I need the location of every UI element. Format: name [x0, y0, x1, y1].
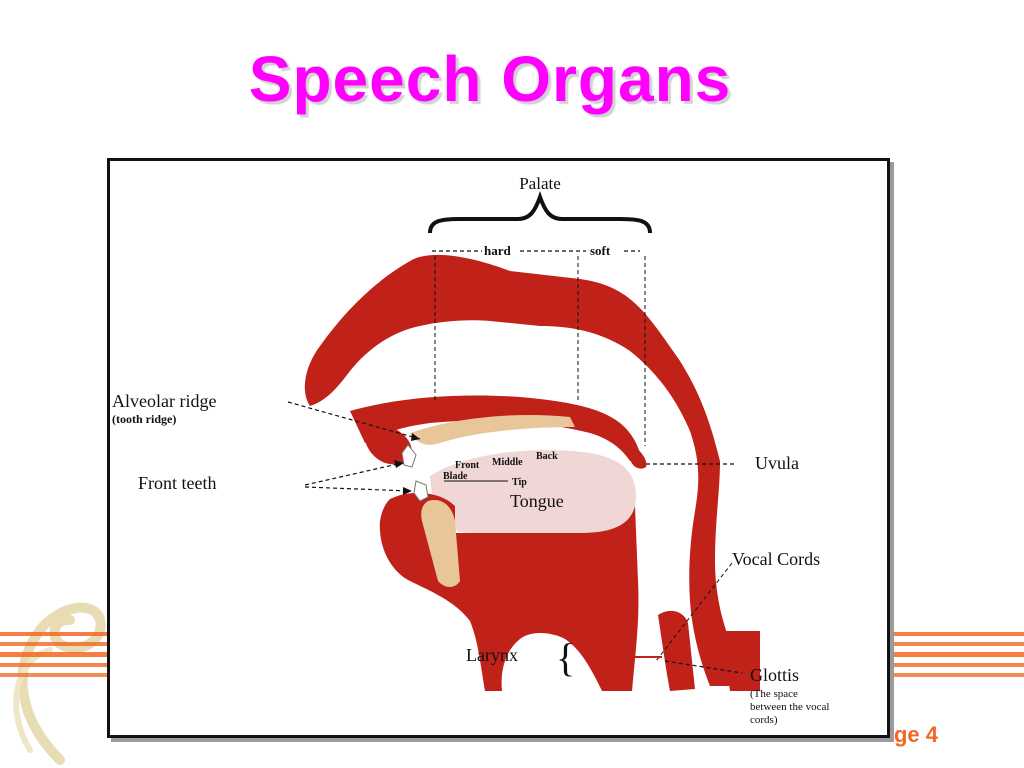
- alveolar-ridge-shape: [410, 414, 575, 445]
- hard-palate: [350, 395, 642, 461]
- larynx-label: Larynx: [466, 645, 518, 665]
- vocal-cords-label: Vocal Cords: [732, 549, 820, 569]
- upper-lip: [363, 419, 412, 465]
- front-teeth-label: Front teeth: [138, 473, 217, 493]
- hard-label: hard: [484, 243, 512, 258]
- tongue-front-label: Front: [455, 460, 480, 471]
- soft-label: soft: [590, 243, 611, 258]
- slide-title: Speech Organs: [0, 42, 1024, 116]
- palate-brace: [428, 191, 652, 234]
- tongue-label: Tongue: [510, 491, 564, 511]
- lower-teeth-shape: [421, 500, 460, 587]
- glottis-note-line-3: cords): [750, 714, 778, 726]
- tongue-tip-label: Tip: [512, 477, 527, 488]
- uvula-shape: [630, 445, 647, 469]
- tongue-blade-label: Blade: [443, 471, 468, 482]
- lower-front-tooth: [413, 480, 429, 502]
- vocal-tract-diagram: Palate hard soft Alveolar ridge (tooth r…: [112, 174, 829, 726]
- uvula-label: Uvula: [755, 453, 799, 473]
- glottis-label: Glottis: [750, 665, 799, 685]
- larynx-column: [658, 610, 695, 691]
- glottis-note-line-2: between the vocal: [750, 701, 829, 713]
- upper-front-tooth: [401, 444, 417, 468]
- palate-label: Palate: [519, 174, 561, 193]
- tongue-middle-label: Middle: [492, 457, 523, 468]
- tongue-shape: [430, 450, 636, 533]
- upper-vocal-tract: [304, 254, 746, 686]
- tongue-back-label: Back: [536, 451, 558, 462]
- tooth-ridge-label: (tooth ridge): [112, 412, 176, 426]
- slide-title-text: Speech Organs: [248, 43, 732, 115]
- esophagus-wall: [722, 631, 760, 691]
- alveolar-ridge-label: Alveolar ridge: [112, 391, 216, 411]
- larynx-brace: {: [556, 635, 575, 680]
- glottis-note-line-1: (The space: [750, 688, 798, 700]
- speech-organs-figure: Palate hard soft Alveolar ridge (tooth r…: [107, 158, 890, 738]
